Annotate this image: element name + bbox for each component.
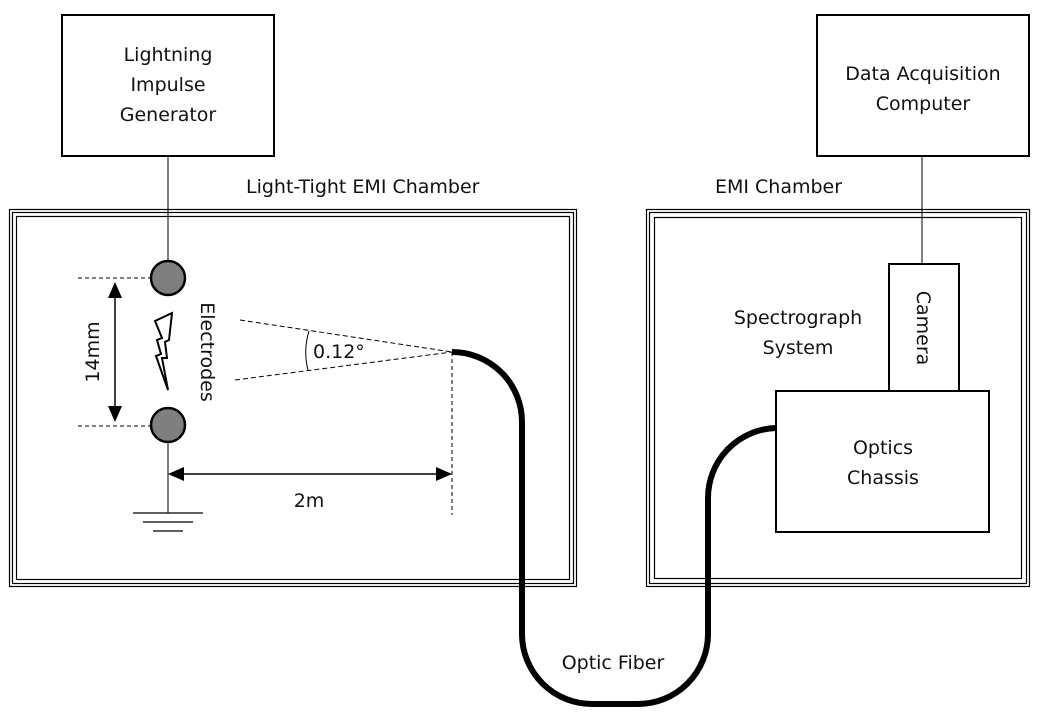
spectrograph-label-line-2: System <box>763 337 834 359</box>
daq-label-line-1: Data Acquisition <box>845 63 1000 85</box>
distance-label: 2m <box>294 490 325 512</box>
right-chamber-label: EMI Chamber <box>715 176 842 198</box>
optic-fiber <box>451 349 777 707</box>
emi-chamber <box>645 208 1031 588</box>
lightning-impulse-generator-box: Lightning Impulse Generator <box>61 14 275 157</box>
distance-dimension-arrow <box>168 467 452 481</box>
ground-icon <box>133 512 203 532</box>
light-tight-emi-chamber <box>8 208 578 588</box>
camera-label: Camera <box>912 291 934 366</box>
spectrograph-label-line-1: Spectrograph <box>734 307 862 329</box>
camera-box: Camera <box>888 263 960 393</box>
optics-label-line-1: Optics <box>853 437 913 459</box>
gap-label: 14mm <box>82 321 104 382</box>
generator-label-line-1: Lightning <box>124 44 213 66</box>
angle-label: 0.12° <box>313 341 365 363</box>
fov-line-upper <box>239 319 453 353</box>
optics-chassis-box: Optics Chassis <box>775 390 990 533</box>
generator-label-line-3: Generator <box>120 104 217 126</box>
gap-dimension-arrow <box>108 282 122 422</box>
upper-electrode <box>149 259 187 297</box>
spark-bolt-icon <box>153 311 174 391</box>
generator-label-line-2: Impulse <box>130 74 205 96</box>
lower-electrode <box>149 406 187 444</box>
daq-label-line-2: Computer <box>876 93 971 115</box>
fov-line-lower <box>234 351 453 381</box>
electrodes-label: Electrodes <box>196 302 218 402</box>
angle-arc <box>305 330 310 371</box>
left-chamber-label: Light-Tight EMI Chamber <box>246 176 480 198</box>
optic-fiber-label: Optic Fiber <box>562 652 665 674</box>
optics-label-line-2: Chassis <box>847 467 919 489</box>
data-acquisition-computer-box: Data Acquisition Computer <box>816 14 1030 157</box>
